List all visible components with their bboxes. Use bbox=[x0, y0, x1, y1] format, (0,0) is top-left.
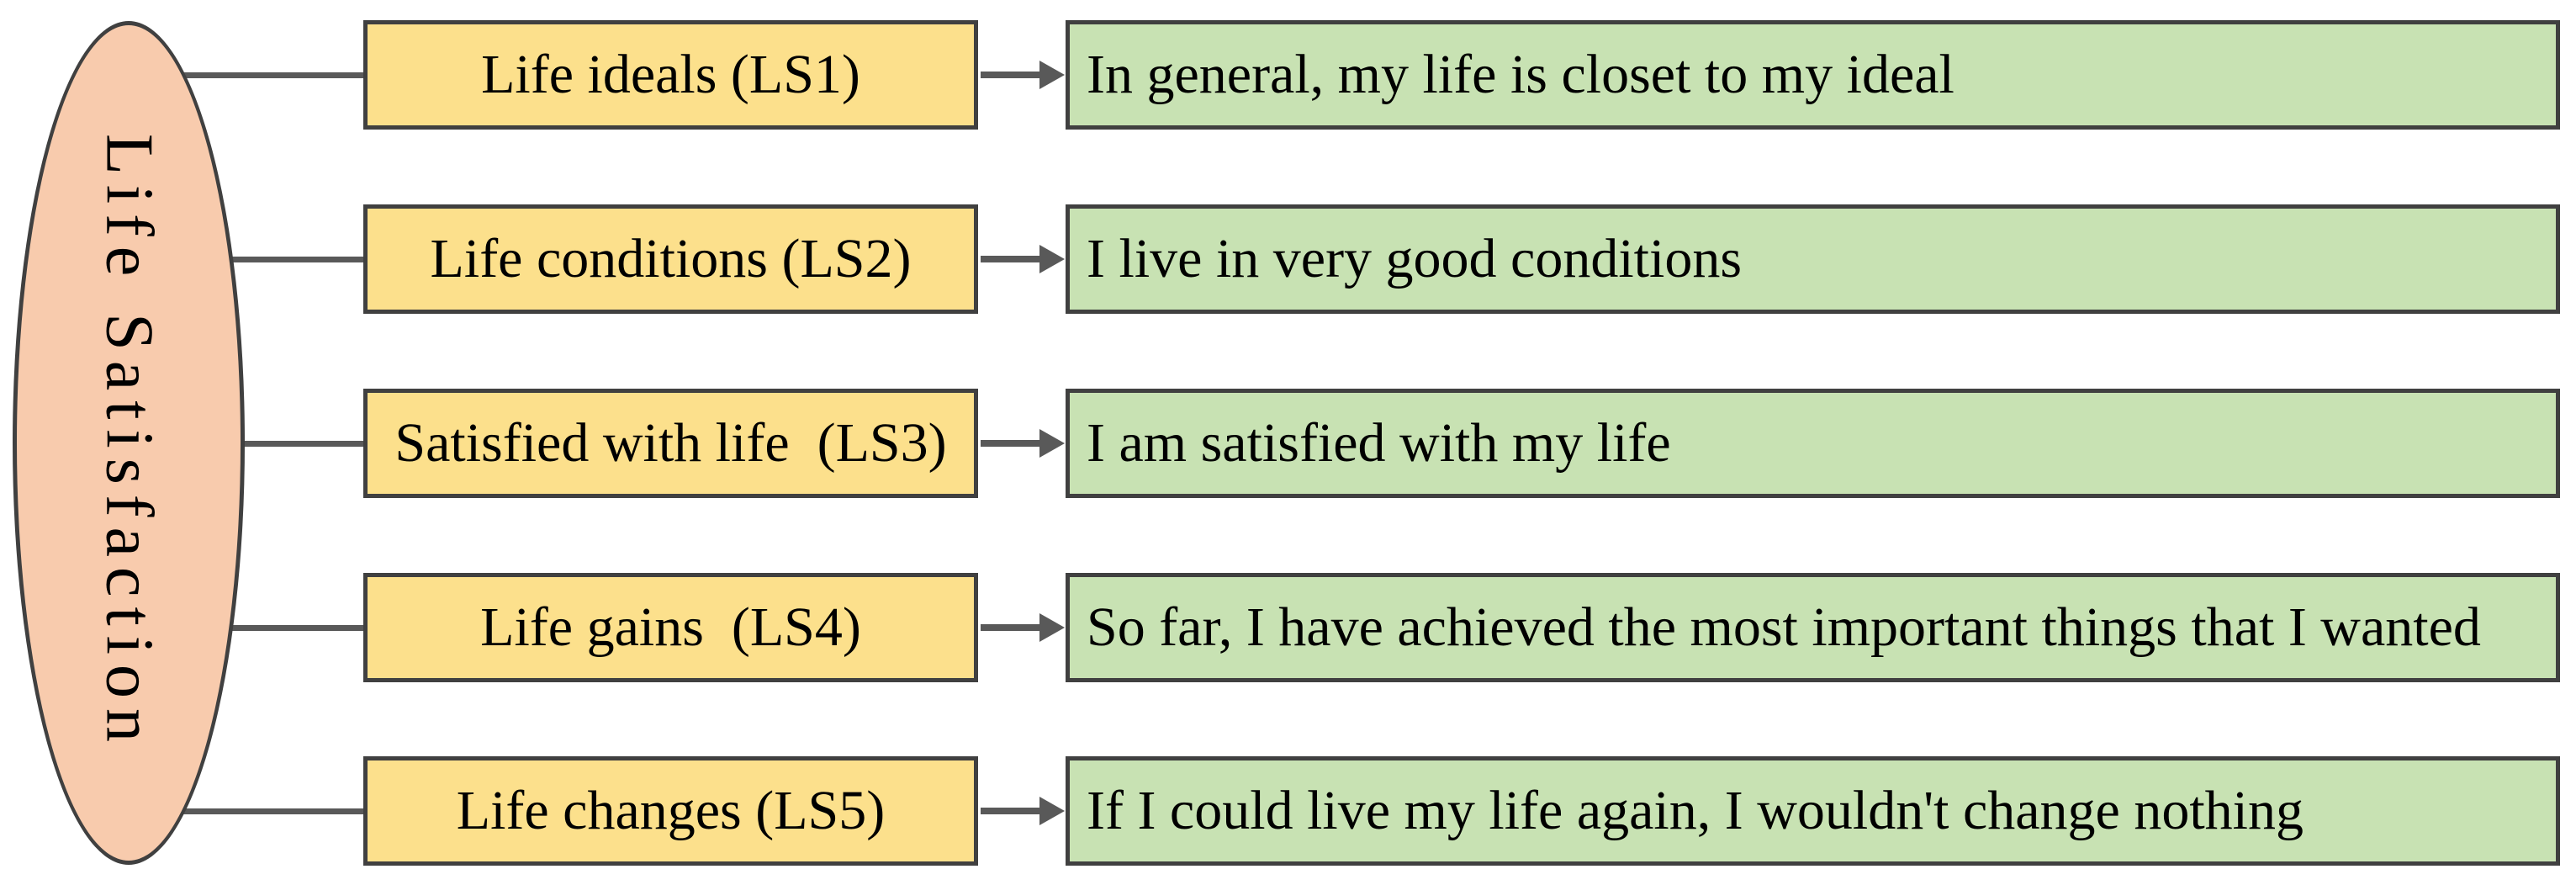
indicator-box: Life gains (LS4) bbox=[363, 573, 978, 682]
statement-box: In general, my life is closet to my idea… bbox=[1066, 20, 2560, 130]
arrow-line bbox=[981, 72, 1041, 78]
connector-line bbox=[126, 808, 364, 814]
statement-text: So far, I have achieved the most importa… bbox=[1087, 596, 2481, 658]
statement-box: So far, I have achieved the most importa… bbox=[1066, 573, 2560, 682]
connector-line bbox=[126, 257, 364, 262]
indicator-label: Life ideals (LS1) bbox=[481, 44, 860, 105]
construct-label: Life Satisfaction bbox=[92, 134, 167, 752]
statement-box: If I could live my life again, I wouldn'… bbox=[1066, 756, 2560, 866]
indicator-label: Life gains (LS4) bbox=[480, 596, 861, 658]
life-satisfaction-ellipse: Life Satisfaction bbox=[13, 21, 245, 865]
arrow-line bbox=[981, 624, 1041, 631]
connector-line bbox=[126, 72, 364, 78]
indicator-box: Life changes (LS5) bbox=[363, 756, 978, 866]
statement-box: I live in very good conditions bbox=[1066, 204, 2560, 314]
statement-text: I am satisfied with my life bbox=[1087, 412, 1671, 474]
arrow-head-icon bbox=[1039, 797, 1065, 825]
statement-text: I live in very good conditions bbox=[1087, 228, 1743, 289]
arrow-head-icon bbox=[1039, 245, 1065, 273]
arrow-head-icon bbox=[1039, 613, 1065, 642]
indicator-label: Life conditions (LS2) bbox=[430, 228, 912, 289]
indicator-box: Life conditions (LS2) bbox=[363, 204, 978, 314]
indicator-box: Satisfied with life (LS3) bbox=[363, 389, 978, 498]
indicator-label: Life changes (LS5) bbox=[456, 780, 886, 841]
indicator-label: Satisfied with life (LS3) bbox=[394, 412, 947, 474]
connector-line bbox=[126, 625, 364, 631]
statement-text: In general, my life is closet to my idea… bbox=[1087, 44, 1954, 105]
arrow-line bbox=[981, 256, 1041, 262]
arrow-line bbox=[981, 808, 1041, 814]
arrow-line bbox=[981, 440, 1041, 447]
indicator-box: Life ideals (LS1) bbox=[363, 20, 978, 130]
statement-text: If I could live my life again, I wouldn'… bbox=[1087, 780, 2304, 841]
statement-box: I am satisfied with my life bbox=[1066, 389, 2560, 498]
connector-line bbox=[126, 441, 364, 447]
arrow-head-icon bbox=[1039, 61, 1065, 89]
arrow-head-icon bbox=[1039, 429, 1065, 458]
